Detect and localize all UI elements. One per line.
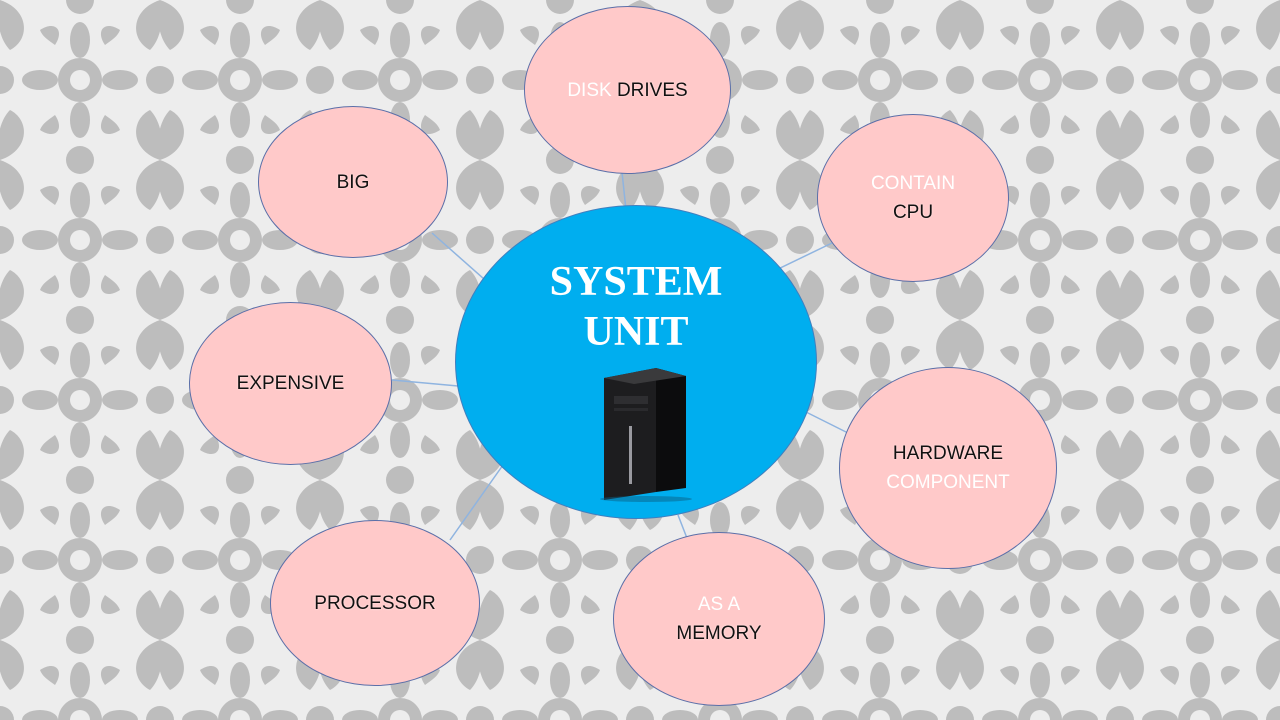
connector-hardware-component	[805, 411, 853, 436]
bubble-big: BIG	[258, 106, 448, 258]
bubble-contain-cpu-line1: CONTAIN	[870, 173, 956, 194]
bubble-contain-cpu-line2: CPU	[892, 202, 934, 223]
center-title-line2: UNIT	[583, 309, 689, 355]
system-unit-node: SYSTEM UNIT	[455, 205, 817, 519]
bubble-disk-drives-part1: DISK	[567, 79, 617, 101]
bubble-processor-label: PROCESSOR	[314, 592, 436, 614]
bubble-hardware-component-line2: COMPONENT	[886, 472, 1010, 493]
bubble-as-a-memory: AS A MEMORY	[613, 532, 825, 706]
bubble-as-a-memory-line1: AS A	[697, 594, 741, 615]
bubble-expensive: EXPENSIVE	[189, 302, 392, 465]
bubble-expensive-label: EXPENSIVE	[236, 373, 345, 394]
bubble-contain-cpu: CONTAIN CPU	[817, 114, 1009, 282]
bubble-disk-drives: DISK DRIVES	[524, 6, 731, 174]
bubble-disk-drives-part2: DRIVES	[616, 79, 688, 101]
bubble-as-a-memory-line2: MEMORY	[676, 623, 762, 644]
bubble-hardware-component: HARDWARE COMPONENT	[839, 367, 1057, 569]
connector-expensive	[391, 379, 459, 387]
bubble-big-label: BIG	[336, 171, 370, 193]
desktop-tower-icon	[600, 368, 692, 502]
bubble-processor: PROCESSOR	[270, 520, 480, 686]
connector-disk-drives	[621, 171, 627, 211]
center-title-line1: SYSTEM	[549, 259, 723, 305]
connector-processor	[449, 464, 504, 541]
bubble-hardware-component-line1: HARDWARE	[892, 443, 1004, 464]
